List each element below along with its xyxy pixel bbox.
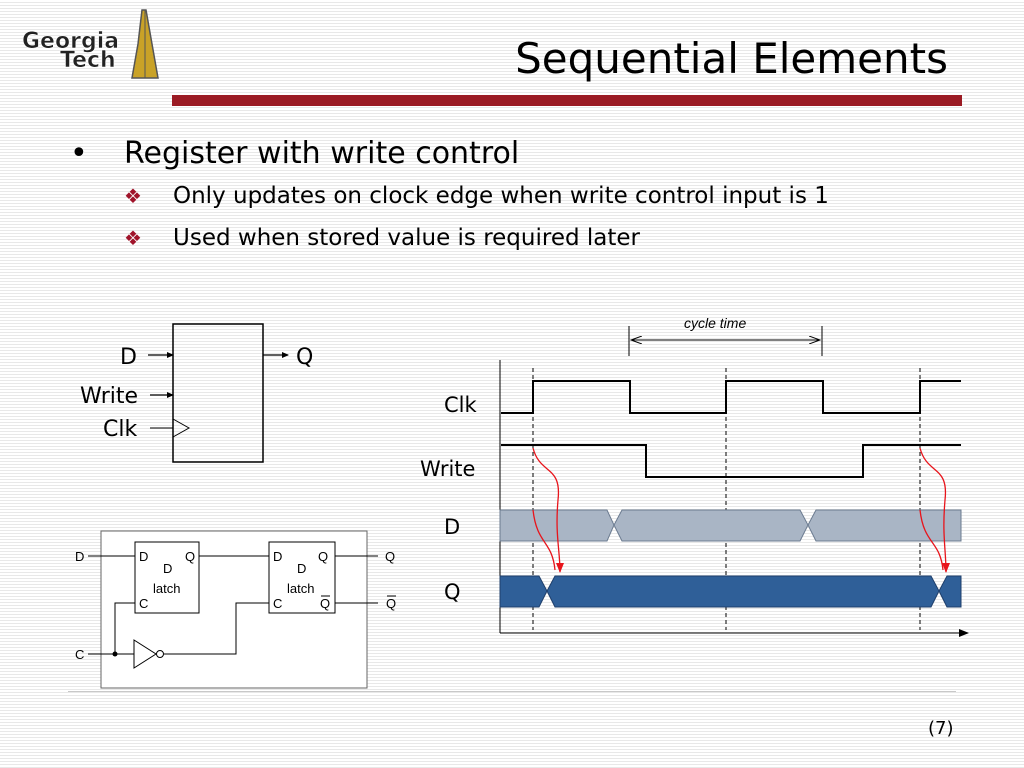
latch-2-box xyxy=(268,541,336,614)
main-bullet-text: Register with write control xyxy=(124,136,520,171)
latch-1-box xyxy=(134,541,200,614)
ff-q-output-label: Q xyxy=(385,549,395,564)
latch-2-c-label: C xyxy=(273,596,282,611)
inverter-icon xyxy=(133,639,157,669)
ff-qbar-output-label: Q xyxy=(386,596,396,611)
register-box xyxy=(172,323,264,463)
georgia-tech-logo: Georgia Tech xyxy=(22,9,159,79)
flipflop-circuit: D C Q Q D Q C D latch D Q C Q D latch xyxy=(75,530,396,689)
d-bus-segment-2 xyxy=(613,509,809,542)
diamond-bullet-icon: ❖ xyxy=(124,226,142,250)
register-block: D Q Write Clk xyxy=(80,323,313,463)
register-clk-label: Clk xyxy=(103,417,137,442)
bullet-dot: • xyxy=(70,136,88,171)
inverter-bubble xyxy=(156,650,164,658)
timing-diagram: cycle time Clk Write D Q xyxy=(420,315,969,637)
signal-label-d: D xyxy=(444,515,460,539)
cycle-time-label: cycle time xyxy=(684,315,746,331)
latch-2-name-top: D xyxy=(297,561,306,576)
q-bus-segment-3 xyxy=(938,575,962,608)
footer-divider xyxy=(68,691,956,692)
causality-arrow-1b xyxy=(532,509,556,571)
clk-waveform xyxy=(501,380,961,414)
write-waveform xyxy=(501,444,961,478)
register-write-label: Write xyxy=(80,384,138,409)
signal-label-clk: Clk xyxy=(444,393,477,417)
latch-1-name-top: D xyxy=(163,561,172,576)
signal-label-q: Q xyxy=(444,580,461,604)
ff-c-input-label: C xyxy=(75,647,84,662)
wire-c-to-latch1 xyxy=(114,602,135,654)
logo-text-tech: Tech xyxy=(60,48,116,73)
sub-bullet-2-text: Used when stored value is required later xyxy=(173,225,640,251)
causality-arrow-2 xyxy=(919,447,950,573)
causality-arrow-2b xyxy=(919,509,944,571)
latch-2-qbar-label: Q xyxy=(320,596,330,611)
register-q-label: Q xyxy=(296,345,313,370)
clock-triangle-icon xyxy=(172,418,191,438)
latch-2-name-bottom: latch xyxy=(287,581,314,596)
latch-1-q-label: Q xyxy=(185,549,195,564)
d-bus-segment-3 xyxy=(807,509,962,542)
wire-inverter-to-latch2 xyxy=(164,602,269,655)
logo-text-georgia: Georgia xyxy=(22,29,119,54)
signal-label-write: Write xyxy=(420,457,475,481)
q-bus-segment-2 xyxy=(546,575,940,608)
causality-arrow-1 xyxy=(532,447,564,573)
q-bus-segment-1 xyxy=(499,575,548,608)
latch-1-d-label: D xyxy=(139,549,148,564)
page-number: (7) xyxy=(928,718,954,739)
latch-1-c-label: C xyxy=(139,596,148,611)
sub-bullet-1-text: Only updates on clock edge when write co… xyxy=(173,183,829,209)
latch-2-q-label: Q xyxy=(318,549,328,564)
junction-dot xyxy=(112,651,118,657)
latch-2-d-label: D xyxy=(273,549,282,564)
title-divider xyxy=(172,95,962,106)
register-d-label: D xyxy=(120,345,137,370)
ff-d-input-label: D xyxy=(75,549,84,564)
latch-1-name-bottom: latch xyxy=(153,581,180,596)
slide-title: Sequential Elements xyxy=(515,34,948,83)
diamond-bullet-icon: ❖ xyxy=(124,184,142,208)
